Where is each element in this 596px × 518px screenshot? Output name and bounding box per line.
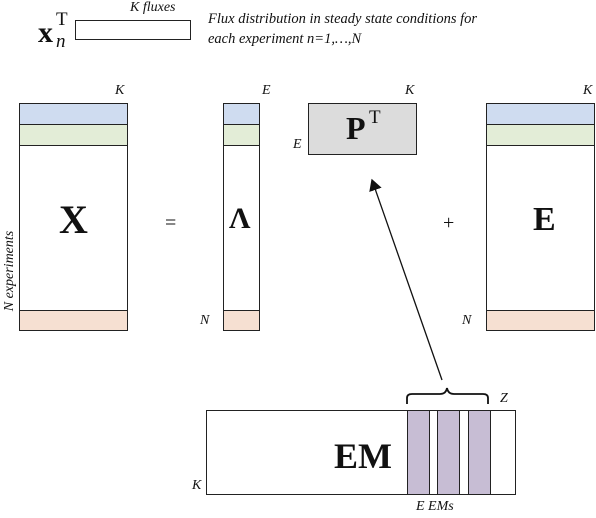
em-brace [406,387,489,404]
lambda-band-blue [224,104,259,125]
k-fluxes-label: K fluxes [130,0,176,15]
matrix-em [206,410,516,495]
x-band-peach [20,310,127,330]
pt-e-label: E [293,137,302,152]
em-column-2 [437,411,460,494]
e-k-label: K [583,83,593,98]
lambda-e-label: E [262,83,271,98]
e-ems-label: E EMs [416,499,454,514]
x-band-green [20,125,127,146]
plus-sign: + [443,212,455,234]
em-column-1 [407,411,430,494]
em-z-label: Z [500,391,508,406]
xn-transpose-symbol: x [38,18,53,48]
pt-base: P [346,110,366,146]
e-band-green [487,125,594,146]
row-vector-box [75,20,191,40]
e-band-peach [487,310,594,330]
matrix-x [19,103,128,331]
lambda-n-label: N [200,313,210,328]
x-symbol: X [59,197,88,242]
lambda-symbol: Λ [229,202,251,235]
em-symbol: EM [334,436,392,476]
matrix-e [486,103,595,331]
pt-k-label: K [405,83,415,98]
equals-sign: = [165,212,177,234]
pt-sup: T [369,107,381,128]
arrow-line [369,178,443,381]
em-k-label: K [192,478,202,493]
x-k-label: K [115,83,125,98]
description-line-2: each experiment n=1,…,N [208,31,362,47]
e-n-label: N [462,313,472,328]
e-band-blue [487,104,594,125]
pt-symbol: P [346,112,366,144]
matrix-lambda [223,103,260,331]
matrix-pt [308,103,417,155]
description-line-1: Flux distribution in steady state condit… [208,11,478,27]
xn-base: x [38,16,53,49]
xn-sub: n [56,31,66,52]
em-column-3 [468,411,491,494]
lambda-band-peach [224,310,259,330]
x-band-blue [20,104,127,125]
n-experiments-label: N experiments [2,230,17,312]
xn-sup: T [56,9,68,30]
e-symbol: E [533,201,556,238]
lambda-band-green [224,125,259,146]
